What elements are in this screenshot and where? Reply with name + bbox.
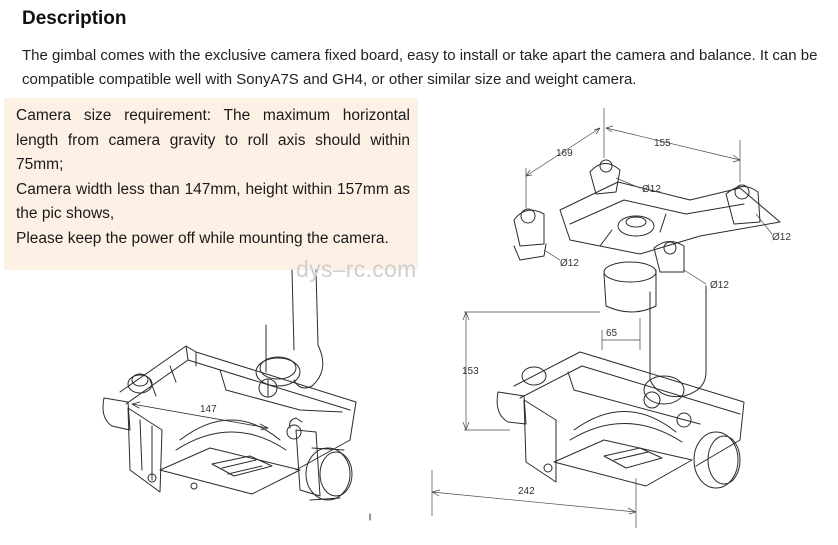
right-gimbal-drawing (496, 159, 781, 489)
note-line-power: Please keep the power off while mounting… (16, 229, 389, 247)
note-line-size: Camera size requirement: The maximum hor… (16, 107, 410, 173)
requirement-note-text: Camera size requirement: The maximum hor… (16, 104, 410, 251)
dim-dia-top: Ø12 (642, 184, 661, 195)
dim-169: 169 (556, 148, 573, 159)
watermark-text: dys–rc.com (296, 256, 417, 282)
dim-155: 155 (654, 138, 671, 149)
note-line-width: Camera width less than 147mm, height wit… (16, 180, 410, 223)
section-heading: Description (22, 8, 127, 29)
left-gimbal-drawing (102, 269, 371, 521)
dim-242: 242 (518, 486, 535, 497)
dim-147: 147 (200, 404, 217, 415)
dim-dia-left: Ø12 (560, 258, 579, 269)
dim-dia-bottom: Ø12 (710, 280, 729, 291)
dim-dia-right: Ø12 (772, 232, 791, 243)
dim-153: 153 (462, 366, 479, 377)
dim-65: 65 (606, 328, 618, 339)
requirement-note-box: Camera size requirement: The maximum hor… (4, 98, 418, 270)
intro-paragraph: The gimbal comes with the exclusive came… (22, 47, 818, 88)
